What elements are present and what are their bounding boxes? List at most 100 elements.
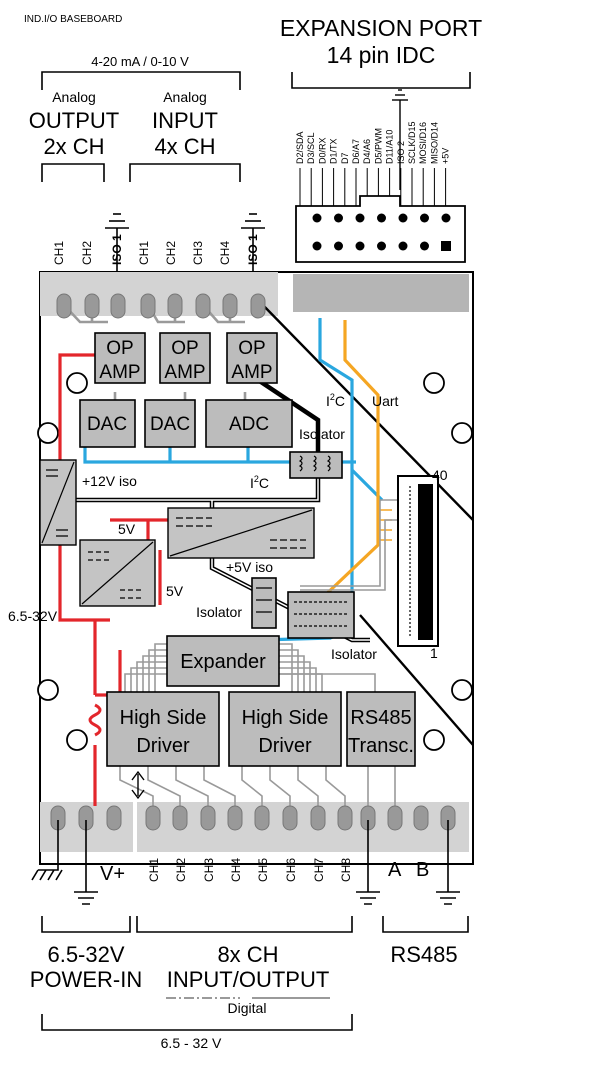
terminal-screw [387,805,403,831]
terminal-screw [84,293,100,319]
expansion-pin-label: D3/SCL [306,132,316,164]
idc-pin [398,213,408,223]
dcdc-5v [79,539,156,607]
idc-pin [312,241,322,251]
mount-hole [423,729,445,751]
idc-connector [291,72,471,263]
pin-label-ch1: CH1 [147,858,161,882]
expansion-pin-label: D5/PWM [373,128,383,164]
terminal-screw [145,805,161,831]
svg-text:High Side: High Side [120,707,207,729]
terminal-screw [250,293,266,319]
i2c-label-2: I2C [250,474,269,491]
mount-hole [423,372,445,394]
terminal-screw [227,805,243,831]
analog-input-bracket [129,163,241,182]
digital-label: Digital [228,1000,267,1016]
mount-hole [451,679,473,701]
gpio-header: 40 1 [397,467,448,661]
idc-pin [420,213,429,223]
svg-text:Isolator: Isolator [299,426,345,442]
analog-output-label-1: Analog [52,89,96,105]
pin-label-ch6: CH6 [284,858,298,882]
analog-input-label-3: 4x CH [154,134,215,159]
pin-label-in-ch3: CH3 [191,241,205,265]
svg-text:OP: OP [106,338,133,359]
analog-input-label-1: Analog [163,89,207,105]
analog-range-bracket [41,71,241,90]
terminal-screw [172,805,188,831]
mounting-holes [37,372,473,751]
top-terminal-strip [40,272,278,316]
terminal-screw [56,293,72,319]
svg-text:Driver: Driver [136,735,190,757]
top-terminals [56,293,266,319]
pin-label-vplus: V+ [100,863,125,885]
i2c-label: I2C [326,392,345,409]
idc-pin [334,213,343,223]
idc-pin [312,213,322,223]
supply-label: 6.5 - 32 V [161,1035,222,1051]
idc-pin [377,241,386,251]
dcdc-5v-iso [167,507,315,559]
power-in-label-2: POWER-IN [30,967,142,992]
v5-iso-label: +5V iso [226,559,273,575]
gpio-pin-1-label: 1 [430,645,438,661]
rs485-bracket [382,916,469,933]
expansion-pin-label: +5V [441,148,451,164]
svg-text:AMP: AMP [99,362,140,383]
svg-text:Isolator: Isolator [196,604,242,620]
svg-text:Isolator: Isolator [331,646,377,662]
pin-label-ch7: CH7 [312,858,326,882]
board-title: IND.I/O BASEBOARD [24,14,122,25]
svg-text:DAC: DAC [87,414,127,435]
pin-label-ch8: CH8 [339,858,353,882]
pin-label-ch3: CH3 [202,858,216,882]
terminal-screw [110,293,126,319]
analog-output-pin-labels: CH1 CH2 ISO 1 [52,234,124,265]
power-in-label-1: 6.5-32V [47,942,124,967]
expansion-pin-label: D1/TX [329,138,339,164]
isolator-i2c: Isolator [289,426,345,479]
idc-pin [420,241,429,251]
expansion-pin-label: D2/SDA [295,131,305,164]
dac-2: DAC [144,399,196,448]
high-side-driver-2: High Side Driver [228,691,342,767]
svg-text:Driver: Driver [258,735,312,757]
svg-text:AMP: AMP [164,362,205,383]
terminal-screw [106,805,122,831]
expansion-pin-label: D0/RX [317,137,327,164]
analog-input-label-2: INPUT [152,108,218,133]
digital-traces [119,499,398,808]
bottom-terminals [50,805,456,831]
mount-hole [66,729,88,751]
svg-text:High Side: High Side [242,707,329,729]
terminal-screw [200,805,216,831]
terminal-screw [222,293,238,319]
idc-pin [441,213,451,223]
mount-hole [37,422,59,444]
expansion-pin-label: D4/A6 [362,139,372,164]
uart-label: Uart [372,393,399,409]
dac-1: DAC [79,399,136,448]
idc-pin [398,241,408,251]
power-rail [58,353,202,806]
isolator-power: Isolator [196,577,277,629]
svg-text:RS485: RS485 [350,707,411,729]
op-amp-3: OP AMP [226,332,278,384]
terminal-screw [140,293,156,319]
io-label-1: 8x CH [217,942,278,967]
pin-label-in-ch2: CH2 [164,241,178,265]
expansion-subtitle: 14 pin IDC [327,42,436,68]
power-bracket [41,916,131,933]
fuse-icon [88,703,102,737]
svg-text:Expander: Expander [180,651,266,673]
svg-text:ADC: ADC [229,414,269,435]
terminal-screw [282,805,298,831]
svg-text:AMP: AMP [231,362,272,383]
terminal-screw [167,293,183,319]
ground-symbols [31,820,460,905]
mount-hole [451,422,473,444]
